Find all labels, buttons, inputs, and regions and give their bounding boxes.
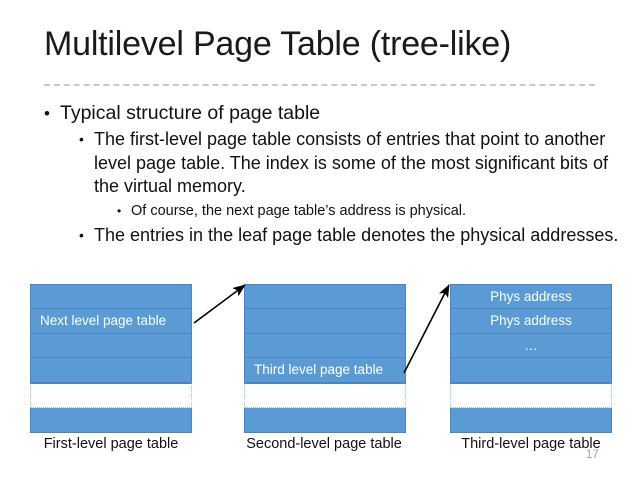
- page-table-entry-labeled: Next level page table: [30, 308, 192, 334]
- bullet-text: Of course, the next page table’s address…: [131, 202, 467, 219]
- page-table-entry: [244, 284, 406, 309]
- bullet-level-2: • The first-level page table consists of …: [30, 128, 630, 199]
- bullet-level-3: • Of course, the next page table’s addres…: [30, 200, 630, 222]
- page-title: Multilevel Page Table (tree-like): [44, 25, 512, 63]
- page-table-entry: [244, 333, 406, 359]
- page-table-entry: [450, 383, 612, 409]
- page-table-entry: [30, 333, 192, 359]
- page-table-entry: [244, 383, 406, 409]
- first-level-page-table: Next level page table: [30, 284, 192, 433]
- title-divider: [44, 84, 595, 86]
- page-table-entry: [450, 358, 612, 384]
- bullet-level-2: • The entries in the leaf page table deno…: [30, 224, 630, 248]
- page-table-entry-labeled: Phys address: [450, 308, 612, 334]
- page-table-entry: [244, 408, 406, 433]
- page-table-entry-labeled: Third level page table: [244, 358, 406, 384]
- page-table-entry-labeled: …: [450, 333, 612, 359]
- bullet-dot-icon: •: [117, 203, 122, 218]
- arrow-first-to-second: [193, 284, 246, 324]
- bullet-text: The first-level page table consists of e…: [94, 129, 608, 196]
- bullet-list: • Typical structure of page table • The fir…: [30, 101, 630, 248]
- page-table-entry: [30, 408, 192, 433]
- page-table-entry: [244, 308, 406, 334]
- caption-second-level: Second-level page table: [246, 436, 402, 452]
- page-table-entry: [30, 358, 192, 384]
- bullet-dot-icon: •: [79, 226, 84, 243]
- page-table-entry: [30, 383, 192, 409]
- bullet-dot-icon: •: [44, 104, 50, 123]
- page-table-entry: [450, 408, 612, 433]
- arrow-second-to-third: [403, 284, 450, 374]
- slide-number: 17: [586, 449, 599, 461]
- bullet-text: The entries in the leaf page table denot…: [94, 224, 619, 245]
- second-level-page-table: Third level page table: [244, 284, 406, 433]
- caption-first-level: First-level page table: [43, 436, 179, 452]
- bullet-dot-icon: •: [79, 131, 84, 147]
- bullet-text: Typical structure of page table: [60, 102, 321, 124]
- page-table-entry-labeled: Phys address: [450, 284, 612, 309]
- bullet-level-1: • Typical structure of page table: [30, 101, 630, 126]
- page-table-entry: [30, 284, 192, 309]
